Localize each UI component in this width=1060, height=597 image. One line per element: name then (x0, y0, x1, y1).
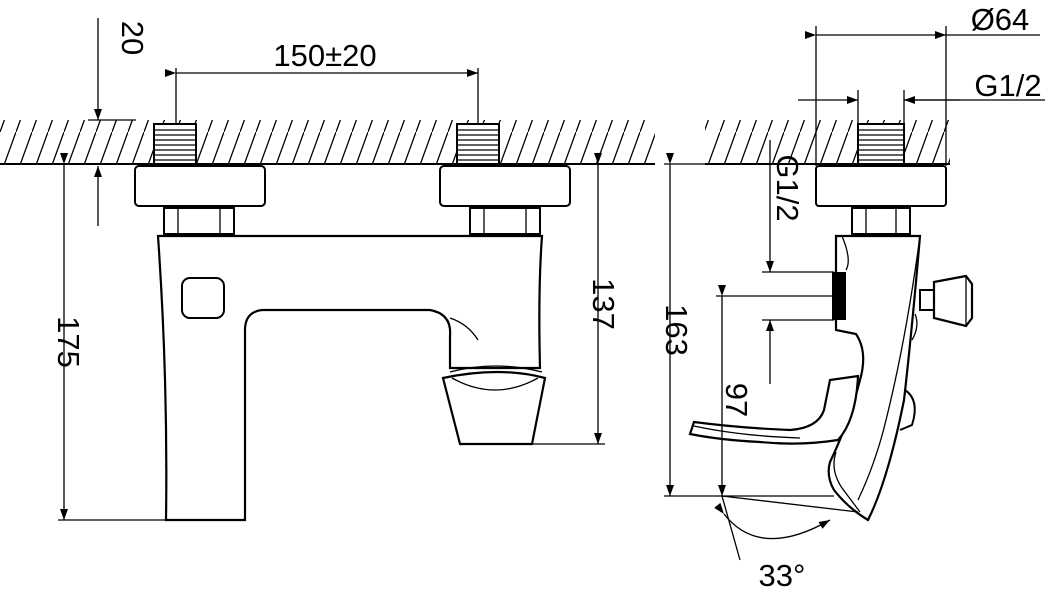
dim-diameter: Ø64 (805, 2, 1040, 166)
dim-angle: 33° (714, 495, 859, 593)
escutcheon-right (439, 165, 571, 207)
nut-left (163, 207, 235, 235)
dim-height: 163 (659, 153, 834, 497)
mixer-body (156, 234, 544, 522)
dim-thread-top: G1/2 (798, 68, 1045, 124)
dim-spout-height: 137 (532, 153, 621, 445)
aerator (441, 370, 547, 446)
side-lever (688, 374, 860, 445)
label-spout-height: 137 (586, 278, 621, 330)
escutcheon-side (815, 165, 947, 207)
side-body (827, 234, 922, 522)
label-thread-side: G1/2 (770, 154, 805, 221)
wall-hatch-side (705, 120, 950, 164)
spout-curve (449, 317, 479, 341)
dim-wall-gap: 20 (88, 18, 150, 226)
label-handle-height: 97 (719, 383, 754, 417)
escutcheon-left (134, 165, 266, 207)
dim-total-height: 175 (51, 153, 166, 521)
nut-side (851, 207, 911, 235)
label-height: 163 (659, 304, 694, 356)
label-angle: 33° (759, 558, 806, 593)
label-thread-top: G1/2 (974, 68, 1041, 103)
side-view: Ø64 G1/2 G1/2 163 (659, 2, 1045, 593)
label-center-distance: 150±20 (273, 38, 376, 73)
label-total-height: 175 (51, 316, 86, 368)
dim-handle-height: 97 (716, 285, 832, 496)
nut-right (469, 207, 541, 235)
wall-hatch-front (0, 120, 655, 164)
front-view: 150±20 20 175 137 (0, 18, 655, 522)
thread-right (456, 123, 500, 165)
side-knurl (832, 272, 846, 320)
dim-center-distance: 150±20 (165, 38, 479, 124)
label-diameter: Ø64 (971, 2, 1030, 37)
side-bump (899, 389, 916, 431)
aerator-inner (451, 377, 539, 391)
label-wall-gap: 20 (115, 21, 150, 55)
side-diverter-knob (919, 274, 974, 328)
dim-thread-side: G1/2 (762, 140, 834, 384)
diverter-button (181, 277, 225, 319)
thread-side (857, 123, 905, 165)
thread-left (153, 123, 197, 165)
